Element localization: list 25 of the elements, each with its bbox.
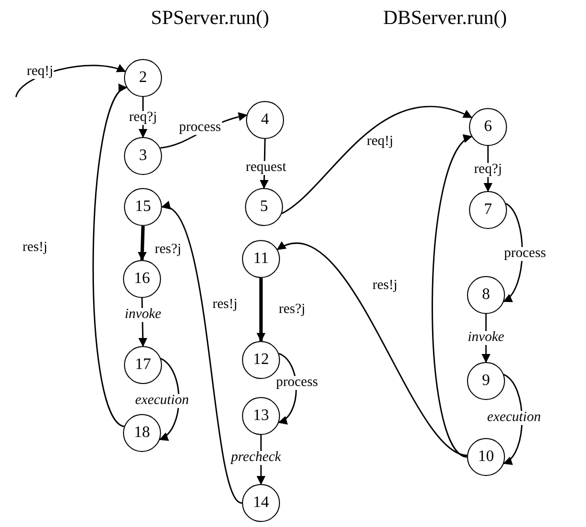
arrow [503, 202, 523, 302]
edge-label: process [503, 247, 547, 261]
arrow [138, 226, 147, 261]
edge-label: execution [486, 411, 542, 425]
edge-label: req?j [128, 111, 158, 125]
arrow [432, 136, 472, 458]
edge-label: process [178, 121, 222, 135]
edge-label: process [275, 376, 319, 390]
edge-label: res!j [372, 279, 398, 293]
arrow [92, 86, 128, 428]
arrow [276, 242, 468, 456]
arrow [256, 278, 266, 342]
edge-label: res?j [278, 303, 306, 317]
edge-label: req!j [26, 65, 54, 79]
edge-label: request [244, 161, 288, 175]
edge-label: req?j [473, 163, 503, 177]
process-title: DBServer.run() [383, 8, 507, 28]
edge-label: req!j [366, 135, 394, 149]
edge-label: res!j [22, 241, 48, 255]
edge-label: precheck [230, 451, 282, 465]
process-title: SPServer.run() [150, 8, 270, 28]
arrow [503, 374, 523, 464]
edge-label: invoke [124, 308, 162, 322]
arrow [281, 106, 472, 214]
edge-label: invoke [466, 331, 506, 345]
